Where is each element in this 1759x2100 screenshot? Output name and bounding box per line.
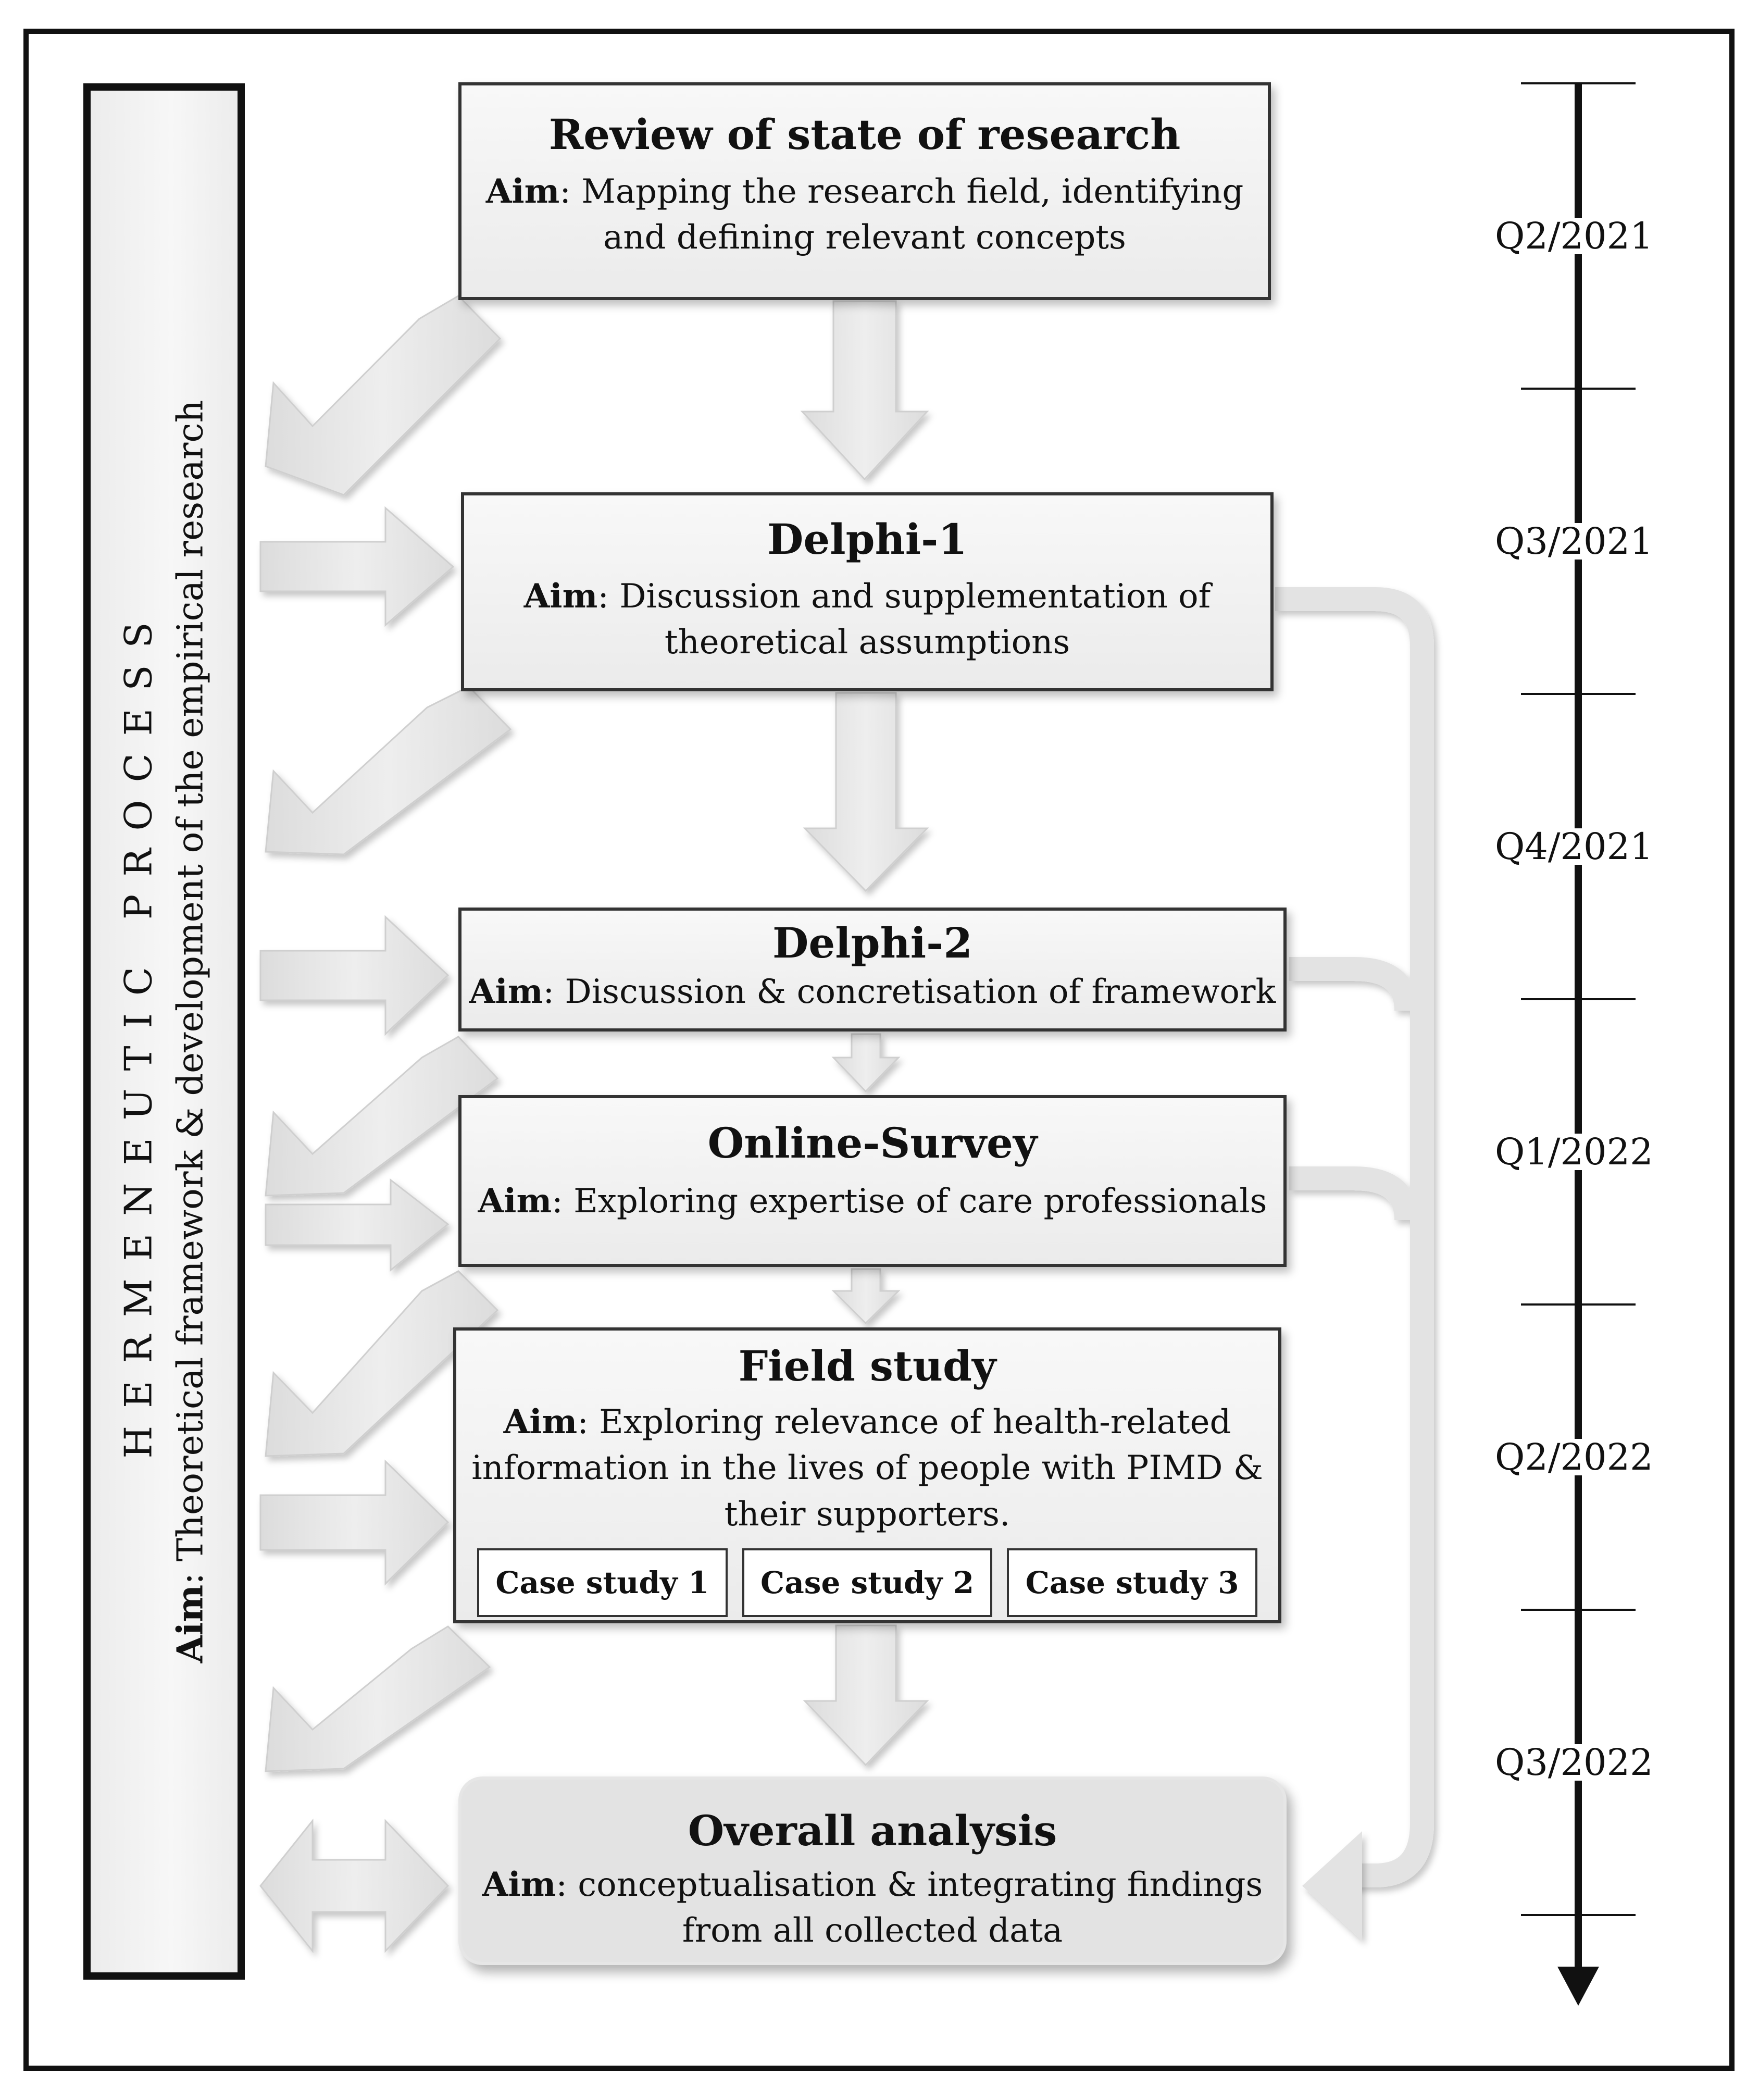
overall-aim-label: Aim — [482, 1865, 556, 1904]
right-arrow-field — [259, 1459, 450, 1586]
feedback-connector — [1275, 587, 1434, 1887]
side-panel-aim: Aim: Theoretical framework & development… — [169, 120, 211, 1943]
side-aim-label: Aim — [169, 1584, 211, 1663]
return-arrow-field — [265, 1625, 491, 1772]
figure-frame — [23, 29, 1735, 2071]
quarter-label: Q2/2022 — [1495, 1436, 1653, 1478]
review-title: Review of state of research — [548, 110, 1181, 159]
field-title: Field study — [738, 1341, 996, 1390]
case-study-row: Case study 1 Case study 2 Case study 3 — [477, 1548, 1258, 1617]
delphi2-step-box: Delphi-2 Aim: Discussion & concretisatio… — [458, 908, 1287, 1032]
return-arrow-delphi1 — [265, 686, 512, 855]
survey-aim-text: : Exploring expertise of care profession… — [552, 1182, 1267, 1221]
review-aim: Aim: Mapping the research field, identif… — [461, 169, 1268, 261]
delphi2-aim-label: Aim — [469, 972, 543, 1011]
case-study-2: Case study 2 — [742, 1548, 993, 1617]
survey-aim-label: Aim — [478, 1182, 552, 1221]
delphi2-title: Delphi-2 — [772, 918, 973, 967]
field-study-step-box: Field study Aim: Exploring relevance of … — [453, 1327, 1281, 1623]
delphi1-title: Delphi-1 — [767, 515, 968, 564]
overall-title: Overall analysis — [688, 1806, 1057, 1855]
overall-aim-text: : conceptualisation & integrating findin… — [556, 1866, 1263, 1950]
timeline-axis — [1521, 82, 1636, 1974]
field-aim-text: : Exploring relevance of health-related … — [471, 1403, 1263, 1534]
survey-title: Online-Survey — [707, 1119, 1038, 1167]
delphi1-step-box: Delphi-1 Aim: Discussion and supplementa… — [461, 492, 1274, 691]
hermeneutic-process-panel: HERMENEUTIC PROCESS Aim: Theoretical fra… — [83, 83, 245, 1980]
field-aim: Aim: Exploring relevance of health-relat… — [456, 1399, 1278, 1537]
timeline-arrowhead — [1557, 1967, 1599, 2006]
down-arrow-field-overall — [803, 1624, 929, 1767]
delphi1-aim-text: : Discussion and supplementation of theo… — [597, 577, 1211, 662]
down-arrow-survey-field — [831, 1268, 901, 1325]
overall-aim: Aim: conceptualisation & integrating fin… — [461, 1862, 1283, 1954]
quarter-label: Q2/2021 — [1495, 215, 1653, 257]
delphi2-aim: Aim: Discussion & concretisation of fram… — [461, 969, 1283, 1015]
side-aim-text: : Theoretical framework & development of… — [170, 400, 211, 1585]
survey-aim: Aim: Exploring expertise of care profess… — [461, 1178, 1283, 1224]
right-arrow-survey — [265, 1178, 450, 1272]
side-panel-title: HERMENEUTIC PROCESS — [116, 604, 160, 1459]
overall-analysis-step-box: Overall analysis Aim: conceptualisation … — [458, 1776, 1287, 1965]
side-panel-text: HERMENEUTIC PROCESS Aim: Theoretical fra… — [116, 120, 211, 1943]
quarter-label: Q1/2022 — [1495, 1130, 1653, 1173]
down-arrow-review-delphi1 — [800, 300, 929, 481]
quarter-label: Q3/2021 — [1495, 520, 1653, 563]
quarter-label: Q3/2022 — [1495, 1741, 1653, 1784]
delphi2-aim-text: : Discussion & concretisation of framewo… — [543, 973, 1276, 1011]
feedback-arrowhead — [1302, 1831, 1362, 1941]
right-arrow-delphi1 — [259, 506, 455, 627]
case-study-1: Case study 1 — [477, 1548, 728, 1617]
review-aim-text: : Mapping the research field, identifyin… — [559, 172, 1244, 257]
delphi1-aim-label: Aim — [523, 577, 598, 616]
right-arrow-delphi2 — [259, 915, 450, 1036]
delphi1-aim: Aim: Discussion and supplementation of t… — [464, 574, 1270, 666]
review-step-box: Review of state of research Aim: Mapping… — [458, 82, 1271, 300]
case-study-3: Case study 3 — [1007, 1548, 1258, 1617]
down-arrow-delphi1-delphi2 — [803, 692, 929, 892]
online-survey-step-box: Online-Survey Aim: Exploring expertise o… — [458, 1095, 1287, 1267]
review-aim-label: Aim — [485, 172, 560, 211]
field-aim-label: Aim — [503, 1402, 578, 1442]
return-arrow-review — [265, 295, 502, 496]
double-arrow-overall — [259, 1818, 450, 1954]
quarter-label: Q4/2021 — [1495, 825, 1653, 868]
down-arrow-delphi2-survey — [831, 1033, 901, 1093]
